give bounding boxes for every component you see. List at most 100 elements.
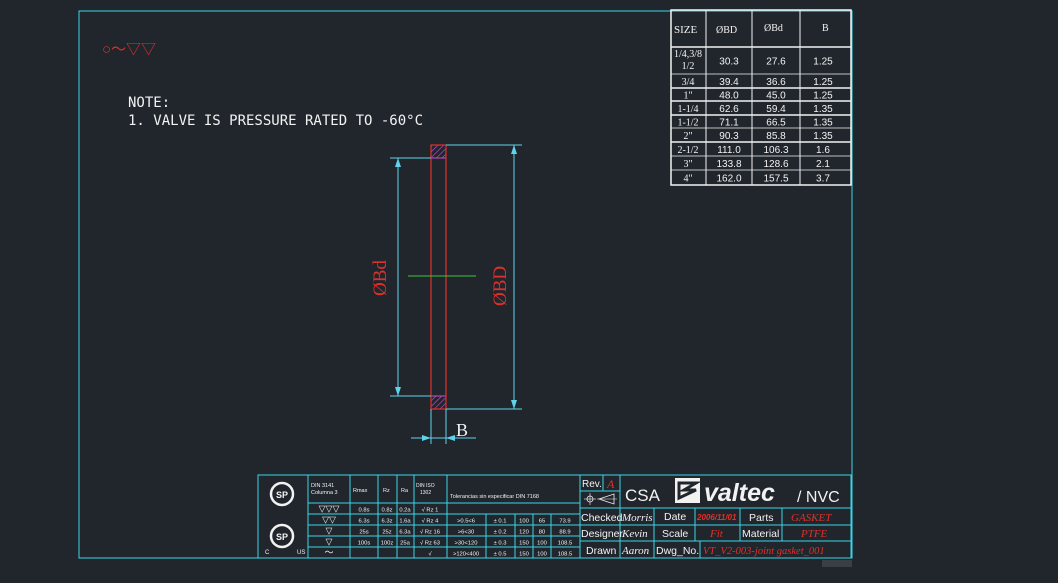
rough-cell-c3: 108.5 [558, 552, 573, 558]
size-cell: 1" [683, 91, 692, 102]
rough-cell-ra: 0.2a [399, 508, 411, 514]
size-cell: 1-1/2 [677, 118, 698, 129]
b-cell: 2.1 [816, 159, 830, 170]
bd-outer-cell: 39.4 [719, 77, 739, 88]
designer-value: Kevin [621, 528, 648, 540]
bd-inner-cell: 45.0 [766, 91, 786, 102]
rough-cell-sym: ▽▽▽ [319, 504, 340, 514]
bd-outer-cell: 111.0 [717, 145, 741, 156]
cert-mark-top-text: SP [276, 490, 288, 500]
rough-cell-range: >0.5<6 [457, 519, 475, 525]
rough-cell-range: >30<120 [455, 541, 478, 547]
rough-cell-c1: 150 [519, 541, 529, 547]
rough-cell-range: >120<400 [453, 552, 479, 558]
size-cell-line: 1" [683, 91, 692, 102]
size-cell-line: 4" [683, 174, 692, 185]
bd-inner-cell: 36.6 [766, 77, 786, 88]
rough-cell-rmax: 0.8s [359, 508, 370, 514]
bd-outer-cell: 71.1 [719, 118, 739, 129]
size-cell: 3/4 [682, 77, 695, 88]
rough-cell-tol: ± 0.3 [494, 541, 507, 547]
rough-cell-tol: ± 0.5 [494, 552, 507, 558]
rough-cell-iso: √ [428, 551, 432, 558]
rough-header-din3141-l1: DIN 3141 [311, 483, 334, 489]
cert-small-c: C [265, 550, 270, 556]
rough-cell-ra: 1.6a [399, 519, 411, 525]
size-header-bd-inner: ØBd [764, 23, 783, 34]
b-cell: 1.35 [813, 118, 833, 129]
rough-header-rmax: Rmax [353, 488, 368, 494]
rough-cell-c3: 108.5 [558, 541, 573, 547]
rough-cell-c1: 100 [519, 519, 529, 525]
size-cell-line: 1-1/4 [677, 104, 698, 115]
bd-outer-cell: 48.0 [719, 91, 739, 102]
rough-cell-c2: 100 [537, 552, 547, 558]
bd-outer-cell: 62.6 [719, 104, 739, 115]
rough-header-ra: Ra [401, 488, 409, 494]
rough-cell-sym: ▽▽ [322, 515, 336, 525]
dim-B-label: B [456, 420, 468, 440]
b-cell: 1.25 [813, 91, 833, 102]
rev-value: A [606, 477, 615, 491]
dim-BD-arrow-bottom [511, 400, 517, 409]
bd-inner-cell: 106.3 [763, 145, 788, 156]
rough-cell-rz: 6.3z [382, 519, 393, 525]
rough-cell-tol: ± 0.1 [494, 519, 507, 525]
rough-header-rz: Rz [383, 488, 390, 494]
rough-cell-iso: √ Rz 4 [422, 518, 439, 525]
rough-cell-rmax: 25s [359, 530, 368, 536]
rough-cell-rmax: 6.3s [359, 519, 370, 525]
rough-header-iso-l2: 1302 [420, 490, 431, 496]
size-cell: 1-1/4 [677, 104, 698, 115]
drawn-value: Aaron [621, 545, 650, 557]
gasket-section: ØBd ØBD B [370, 144, 522, 444]
bd-outer-cell: 162.0 [716, 174, 741, 185]
size-header-size: SIZE [674, 24, 698, 36]
rough-cell-iso: √ Rz 1 [422, 507, 439, 514]
note-title: NOTE: [128, 95, 170, 111]
size-header-bd-outer: ØBD [716, 25, 737, 36]
rough-cell-rz: 25z [382, 530, 391, 536]
dim-B-arrow-left [422, 435, 431, 441]
dim-BD-arrow-top [511, 145, 517, 154]
checked-label: Checked [581, 512, 623, 524]
rough-cell-range: >6<30 [458, 530, 474, 536]
designer-label: Designer [581, 528, 624, 540]
size-cell-line: 1/2 [682, 61, 695, 72]
dim-bd-arrow-top [395, 158, 401, 167]
finish-symbol: ○～▽▽ [102, 41, 156, 58]
rough-cell-iso: √ Rz 63 [420, 540, 440, 547]
size-cell: 4" [683, 174, 692, 185]
size-cell-line: 3" [683, 159, 692, 170]
dim-bd-arrow-bottom [395, 387, 401, 396]
parts-value: GASKET [791, 512, 832, 524]
rough-cell-c3: 73.9 [559, 519, 570, 525]
b-cell: 1.25 [813, 57, 833, 68]
bd-outer-cell: 30.3 [719, 57, 739, 68]
scale-label: Scale [662, 528, 688, 540]
size-cell-line: 1-1/2 [677, 118, 698, 129]
rev-label: Rev. [582, 479, 602, 490]
size-header-b: B [822, 23, 829, 34]
rough-header-din3141: DIN 3141 Columna 3 [311, 483, 338, 496]
rough-cell-c1: 120 [519, 530, 529, 536]
date-value: 2006/11/01 [696, 513, 737, 522]
title-block: Rev. A CSA valtec / NVC Checked Morris D… [579, 474, 852, 559]
rough-cell-rz: 100z [381, 541, 394, 547]
bd-inner-cell: 66.5 [766, 118, 786, 129]
cert-small-us: US [297, 550, 305, 556]
bd-outer-cell: 90.3 [719, 131, 739, 142]
material-label: Material [742, 528, 779, 540]
size-cell: 2-1/2 [677, 145, 698, 156]
size-cell-line: 1/4,3/8 [674, 49, 702, 60]
size-cell: 2" [683, 131, 692, 142]
brand-suffix: / NVC [797, 489, 840, 506]
cert-mark-top: SP [269, 481, 295, 507]
gasket-outline [430, 144, 447, 410]
bd-outer-cell: 133.8 [716, 159, 741, 170]
corner-stamp [822, 560, 852, 567]
rough-header-din3141-l2: Columna 3 [311, 490, 338, 496]
date-label: Date [664, 511, 686, 523]
